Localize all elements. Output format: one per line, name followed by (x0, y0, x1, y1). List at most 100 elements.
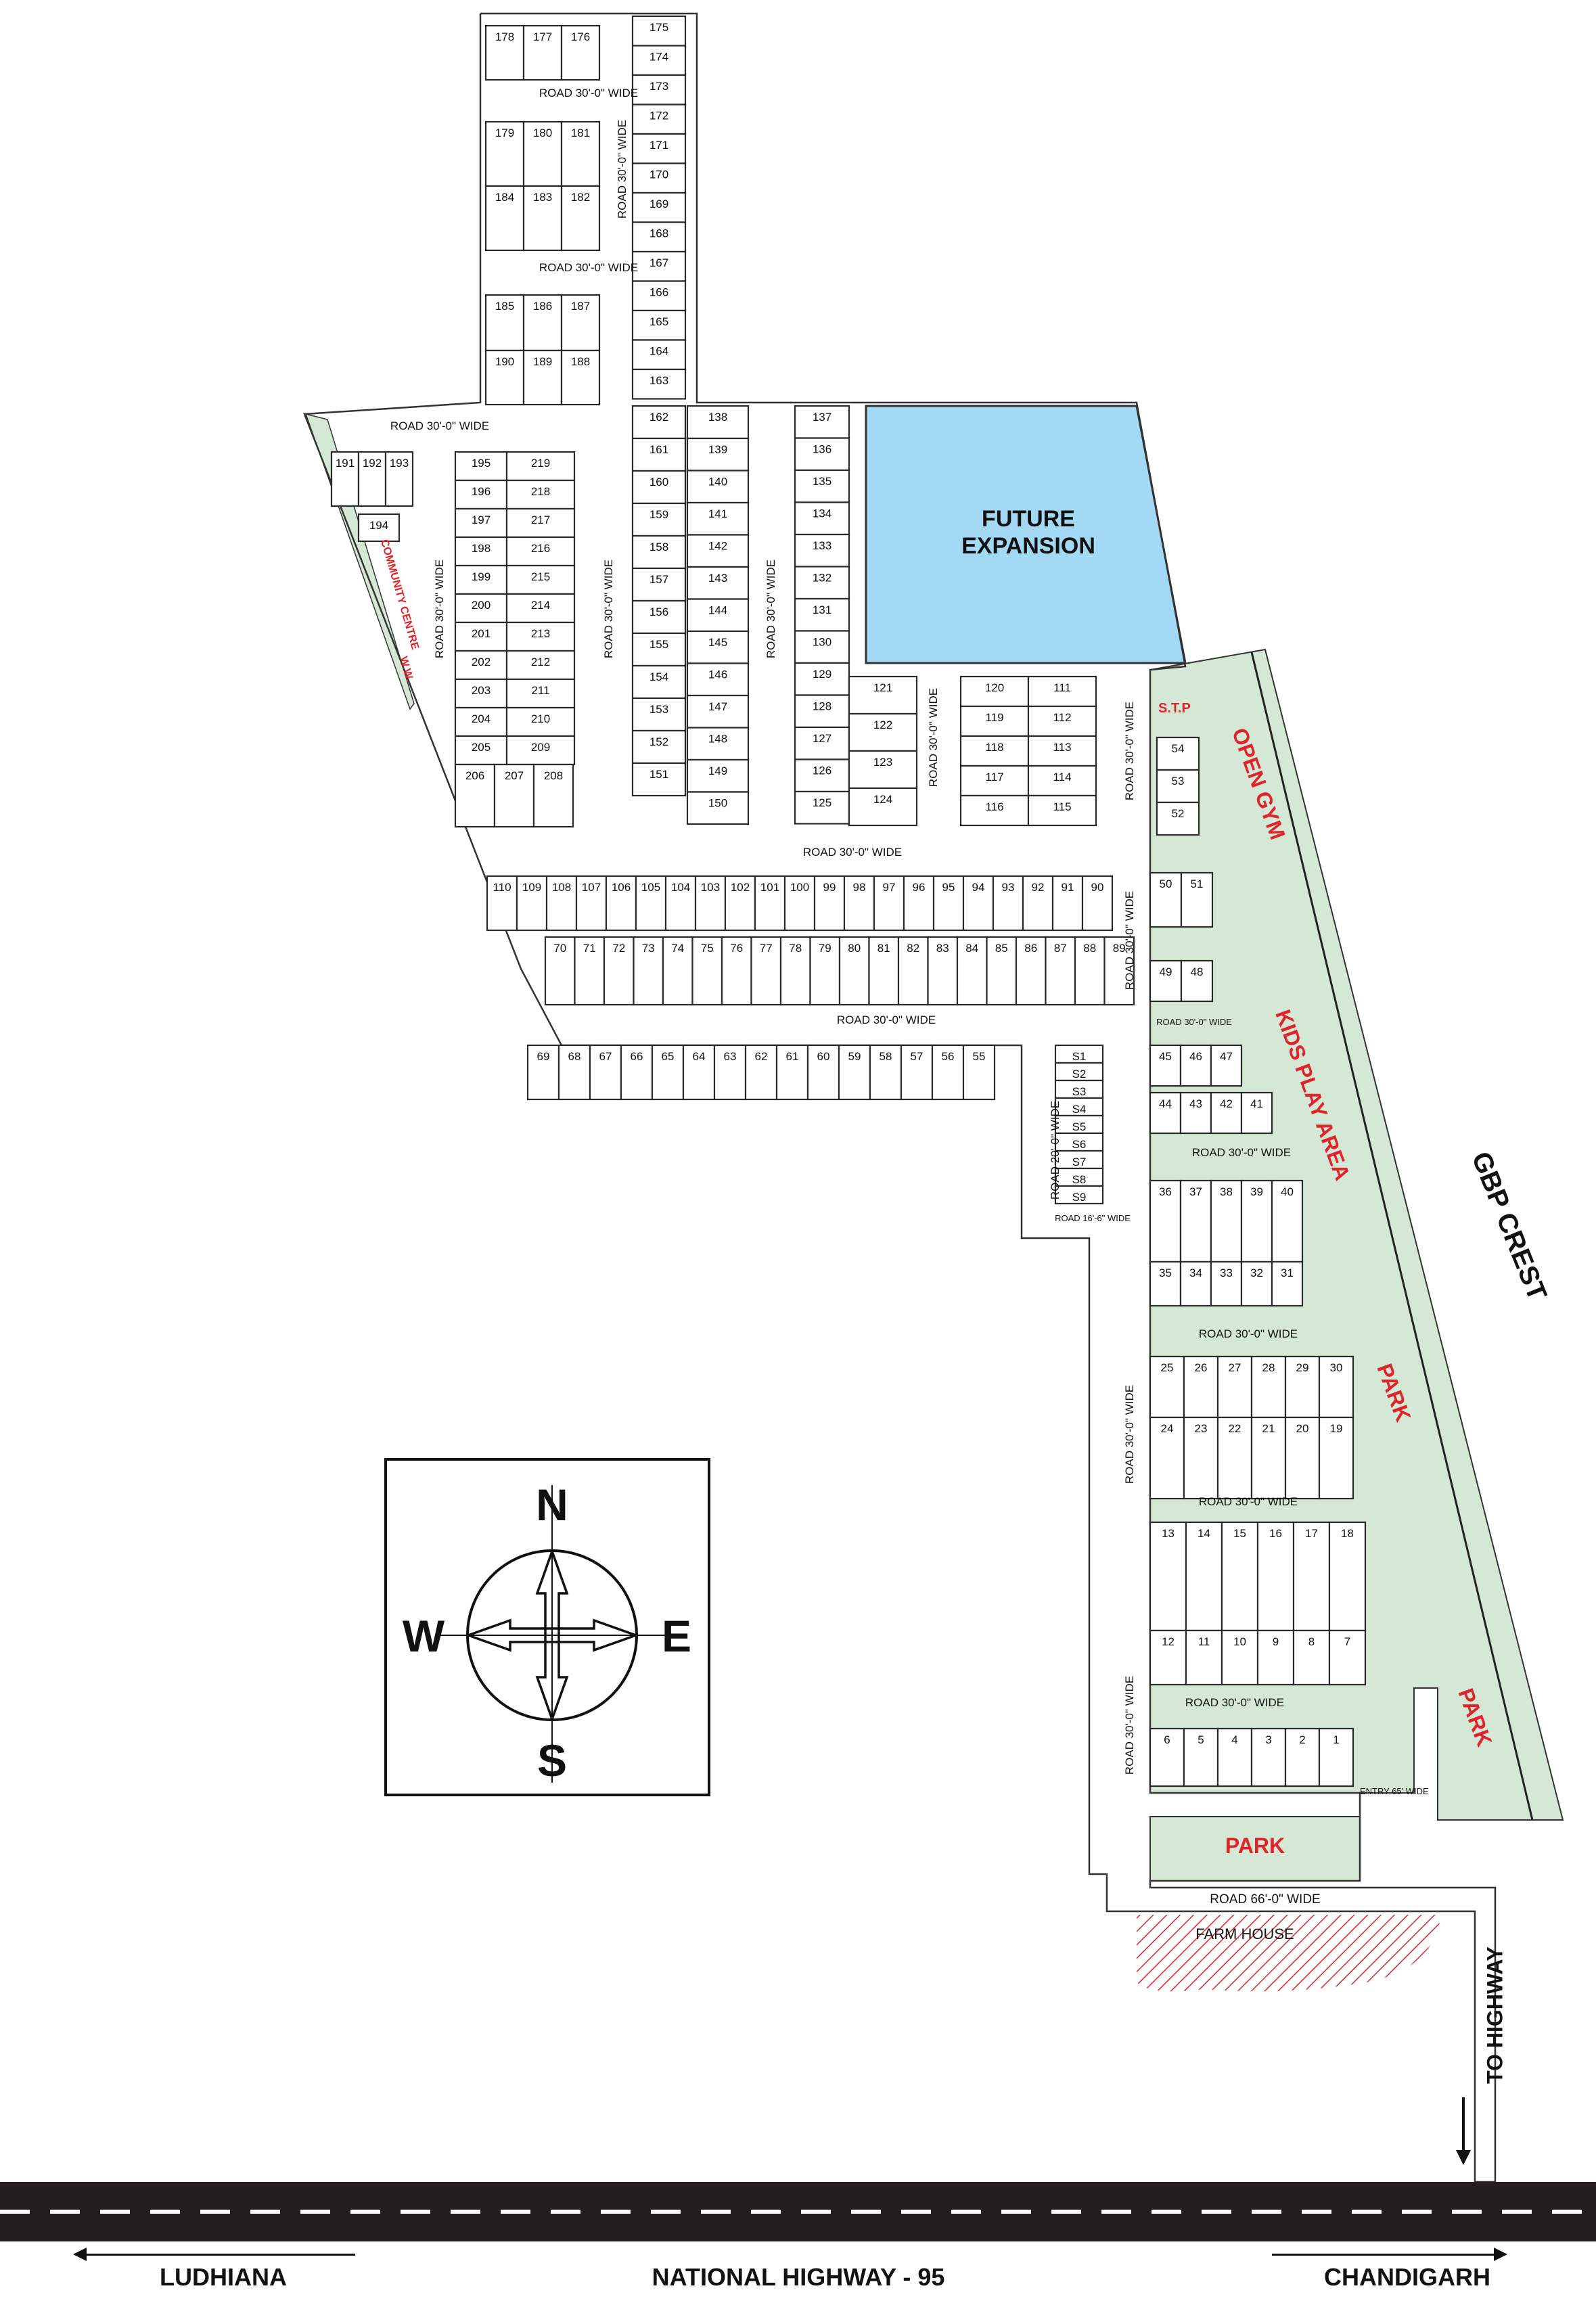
plot-label-81: 81 (877, 942, 890, 955)
plot-91 (1051, 875, 1084, 932)
plot-label-35: 35 (1159, 1267, 1172, 1279)
plot-label-18: 18 (1341, 1527, 1354, 1540)
plot-164 (631, 339, 687, 371)
plot-label-46: 46 (1189, 1050, 1202, 1063)
plot-label-136: 136 (813, 443, 831, 456)
road-label-e3: ROAD 30'-0" WIDE (1198, 1327, 1298, 1340)
road-v-6: ROAD 30'-0" WIDE (1123, 701, 1136, 801)
road-label-16: ROAD 16'-6" WIDE (1055, 1213, 1131, 1223)
road-v-3: ROAD 30'-0" WIDE (602, 559, 615, 659)
plot-label-34: 34 (1189, 1267, 1202, 1279)
plot-49 (1149, 959, 1183, 1003)
plot-label-74: 74 (671, 942, 684, 955)
plot-label-212: 212 (531, 656, 550, 668)
plot-165 (631, 309, 687, 341)
road-66-label: ROAD 66'-0" WIDE (1210, 1892, 1321, 1907)
plot-label-163: 163 (649, 374, 668, 387)
plot-label-22: 22 (1229, 1422, 1241, 1435)
plot-label-53: 53 (1172, 775, 1185, 788)
plot-99 (813, 875, 846, 932)
road-label-mid2: ROAD 30'-0" WIDE (836, 1013, 936, 1026)
plot-label-157: 157 (649, 573, 668, 586)
plot-163 (631, 368, 687, 400)
plot-52 (1156, 801, 1200, 836)
plot-label-44: 44 (1159, 1097, 1172, 1110)
plot-label-11: 11 (1198, 1635, 1210, 1648)
plot-label-211: 211 (531, 684, 549, 697)
plot-148 (686, 727, 750, 761)
plot-label-85: 85 (995, 942, 1008, 955)
plot-97 (873, 875, 905, 932)
plot-label-51: 51 (1191, 878, 1204, 890)
plot-S5 (1054, 1114, 1104, 1135)
plot-label-115: 115 (1053, 800, 1071, 813)
plot-label-122: 122 (873, 719, 892, 731)
plot-123 (848, 750, 918, 790)
plot-4 (1216, 1727, 1253, 1787)
plot-136 (794, 437, 850, 472)
plot-115 (1027, 794, 1097, 827)
plot-131 (794, 597, 850, 632)
plot-label-177: 177 (533, 30, 552, 43)
plot-label-S5: S5 (1072, 1120, 1087, 1133)
plot-label-179: 179 (495, 127, 514, 139)
plot-130 (794, 630, 850, 664)
plot-label-161: 161 (649, 443, 668, 456)
plot-147 (686, 694, 750, 729)
plot-156 (631, 599, 687, 635)
plot-label-101: 101 (760, 881, 779, 894)
plot-label-8: 8 (1308, 1635, 1315, 1648)
plot-10 (1221, 1629, 1259, 1686)
plot-label-140: 140 (708, 476, 727, 488)
plot-label-65: 65 (662, 1050, 675, 1063)
plot-label-13: 13 (1162, 1527, 1175, 1540)
plot-label-171: 171 (649, 139, 668, 152)
plot-label-164: 164 (649, 345, 668, 358)
plot-81 (868, 936, 900, 1006)
plot-label-135: 135 (813, 475, 831, 488)
plot-label-202: 202 (472, 656, 491, 668)
expansion-label: EXPANSION (961, 533, 1095, 559)
plot-label-62: 62 (755, 1050, 768, 1063)
plot-label-54: 54 (1172, 742, 1185, 755)
plot-23 (1183, 1416, 1219, 1500)
plot-175 (631, 15, 687, 47)
plot-label-214: 214 (531, 599, 550, 612)
plot-label-203: 203 (472, 684, 491, 697)
plot-label-38: 38 (1220, 1185, 1233, 1198)
plot-label-165: 165 (649, 315, 668, 328)
plot-64 (682, 1044, 716, 1101)
plot-label-216: 216 (531, 542, 550, 555)
plot-34 (1179, 1260, 1212, 1307)
plot-label-132: 132 (813, 572, 831, 585)
plot-label-75: 75 (701, 942, 714, 955)
plot-70 (544, 936, 576, 1006)
plot-label-174: 174 (649, 51, 668, 64)
plot-label-113: 113 (1053, 741, 1071, 754)
plot-80 (838, 936, 870, 1006)
plot-label-95: 95 (942, 881, 955, 894)
compass-s: S (537, 1735, 567, 1785)
plot-30 (1318, 1355, 1354, 1419)
plot-label-15: 15 (1233, 1527, 1246, 1540)
plot-label-106: 106 (612, 881, 631, 894)
plot-label-28: 28 (1262, 1361, 1275, 1374)
plot-label-S9: S9 (1072, 1191, 1087, 1204)
plot-label-1: 1 (1333, 1733, 1339, 1746)
plot-label-45: 45 (1159, 1050, 1172, 1063)
road-label-north: ROAD 30'-0" WIDE (390, 419, 490, 432)
plot-62 (744, 1044, 778, 1101)
plot-label-42: 42 (1220, 1097, 1233, 1110)
plot-label-144: 144 (708, 604, 727, 617)
plot-label-89: 89 (1113, 942, 1126, 955)
to-highway-arrow (1462, 2097, 1465, 2158)
plot-1 (1318, 1727, 1354, 1787)
plot-82 (897, 936, 929, 1006)
plot-label-182: 182 (571, 191, 590, 204)
plot-57 (900, 1044, 934, 1101)
plot-95 (932, 875, 965, 932)
plot-215 (505, 564, 576, 595)
plot-label-90: 90 (1091, 881, 1104, 894)
plot-46 (1179, 1044, 1212, 1087)
